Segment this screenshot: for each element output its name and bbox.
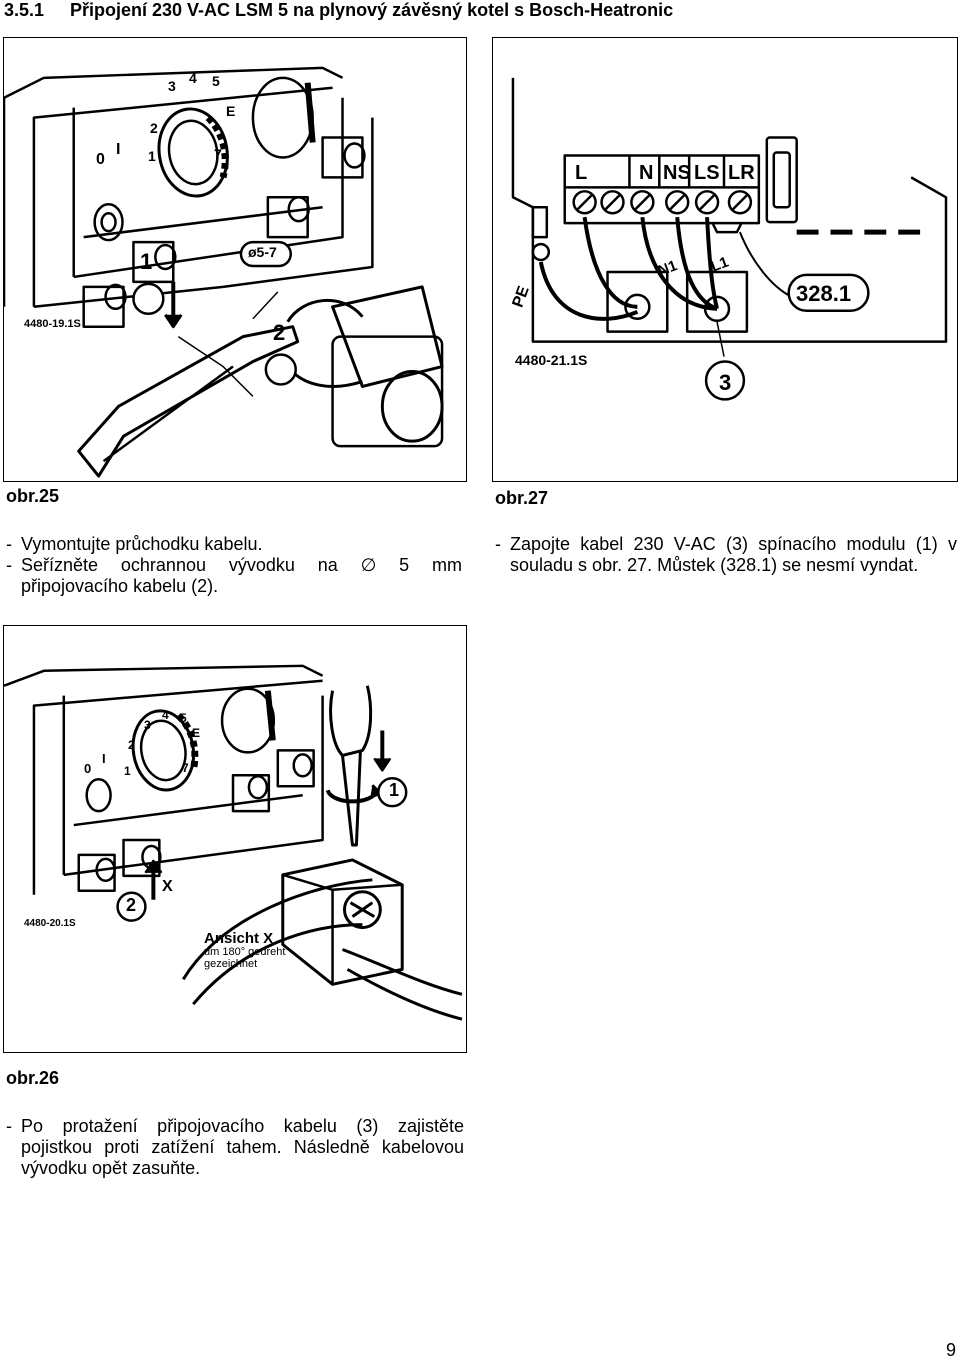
fig26-dial-mark-3: 3 [144, 718, 151, 732]
fig25-dial-mark-0: 0 [96, 151, 105, 168]
fig25-dial-mark-7: 7 [214, 146, 222, 162]
fig26-image-code: 4480-20.1S [24, 918, 76, 929]
fig25-image-code: 4480-19.1S [24, 318, 81, 330]
fig25-dial-mark-2: 2 [150, 120, 158, 136]
fig25-dial-mark-I: I [116, 141, 121, 158]
fig27-step-1: -Zapojte kabel 230 V-AC (3) spínacího mo… [495, 534, 957, 575]
fig25-step-2: -Seřízněte ochrannou vývodku na ∅ 5 mm p… [6, 555, 462, 596]
section-title: Připojení 230 V-AC LSM 5 na plynový závě… [70, 0, 674, 20]
fig25-dial-mark-E: E [226, 103, 236, 119]
fig26-dial-mark-I: I [102, 751, 106, 766]
page-number: 9 [945, 1340, 956, 1360]
fig26-caption: obr.26 [6, 1068, 60, 1088]
fig26-callout-1: 1 [389, 780, 400, 800]
fig26-dial-mark-1: 1 [124, 764, 131, 778]
fig25-step-1: -Vymontujte průchodku kabelu. [6, 534, 263, 554]
fig26-dial-mark-2: 2 [128, 738, 135, 752]
fig26-callout-2: 2 [126, 895, 137, 915]
bridge-label: 328.1 [796, 281, 852, 306]
boiler-cable-gland-illustration [4, 66, 444, 478]
fig27-callout-3: 3 [719, 370, 732, 395]
section-number: 3.5.1 [4, 0, 45, 20]
fig25-callout-2: 2 [273, 320, 286, 345]
terminal-wiring-illustration [511, 77, 948, 401]
view-x-subtitle-1: um 180° gedreht [204, 946, 286, 958]
fig27-instructions: -Zapojte kabel 230 V-AC (3) spínacího mo… [495, 534, 957, 576]
fig26-dial-mark-E: E [192, 726, 201, 740]
fig26-step-1: -Po protažení připojovacího kabelu (3) z… [6, 1116, 464, 1178]
terminal-label-N: N [639, 162, 654, 184]
fig27-caption: obr.27 [495, 488, 549, 508]
fig25-dial-mark-3: 3 [168, 78, 176, 94]
fig26-dial-mark-4: 4 [162, 708, 169, 722]
page-title: 3.5.1 Připojení 230 V-AC LSM 5 na plynový… [4, 0, 673, 21]
view-x-title: Ansicht X [204, 930, 274, 947]
fig26-dial-mark-5: 5 [180, 711, 187, 725]
fig25-callouts [132, 240, 297, 386]
terminal-label-L: L [575, 162, 588, 184]
fig25-callout-1: 1 [140, 249, 153, 274]
fig27-image-code: 4480-21.1S [515, 352, 588, 368]
terminal-label-LR: LR [728, 162, 755, 184]
fig26-callout-x: X [162, 878, 173, 895]
fig25-dial-mark-5: 5 [212, 73, 220, 89]
figure-26: 1 2 X 0 I 1 2 3 4 5 7 E 4480-20.1S Ansic… [3, 625, 467, 1053]
figure-27: L N NS LS LR PE N1 L1 328.1 3 4480-21.1S [492, 37, 958, 482]
fig25-callout-diameter: ø5-7 [248, 244, 277, 260]
figure-25: 1 2 ø5-7 0 I 1 2 3 4 5 7 E 4480-19.1S [3, 37, 467, 482]
fig25-instructions: -Vymontujte průchodku kabelu. -Seřízněte… [6, 534, 462, 597]
strain-relief-illustration [4, 664, 463, 1021]
terminal-label-LS: LS [694, 162, 720, 184]
fig26-dial-mark-0: 0 [84, 761, 92, 776]
fig25-dial-mark-4: 4 [189, 70, 197, 86]
terminal-label-NS: NS [663, 162, 691, 184]
fig25-caption: obr.25 [6, 486, 60, 506]
view-x-subtitle-2: gezeichnet [204, 958, 258, 970]
fig25-dial-mark-1: 1 [148, 148, 156, 164]
fig26-dial-mark-7: 7 [182, 761, 189, 775]
fig26-instructions: -Po protažení připojovacího kabelu (3) z… [6, 1116, 464, 1179]
